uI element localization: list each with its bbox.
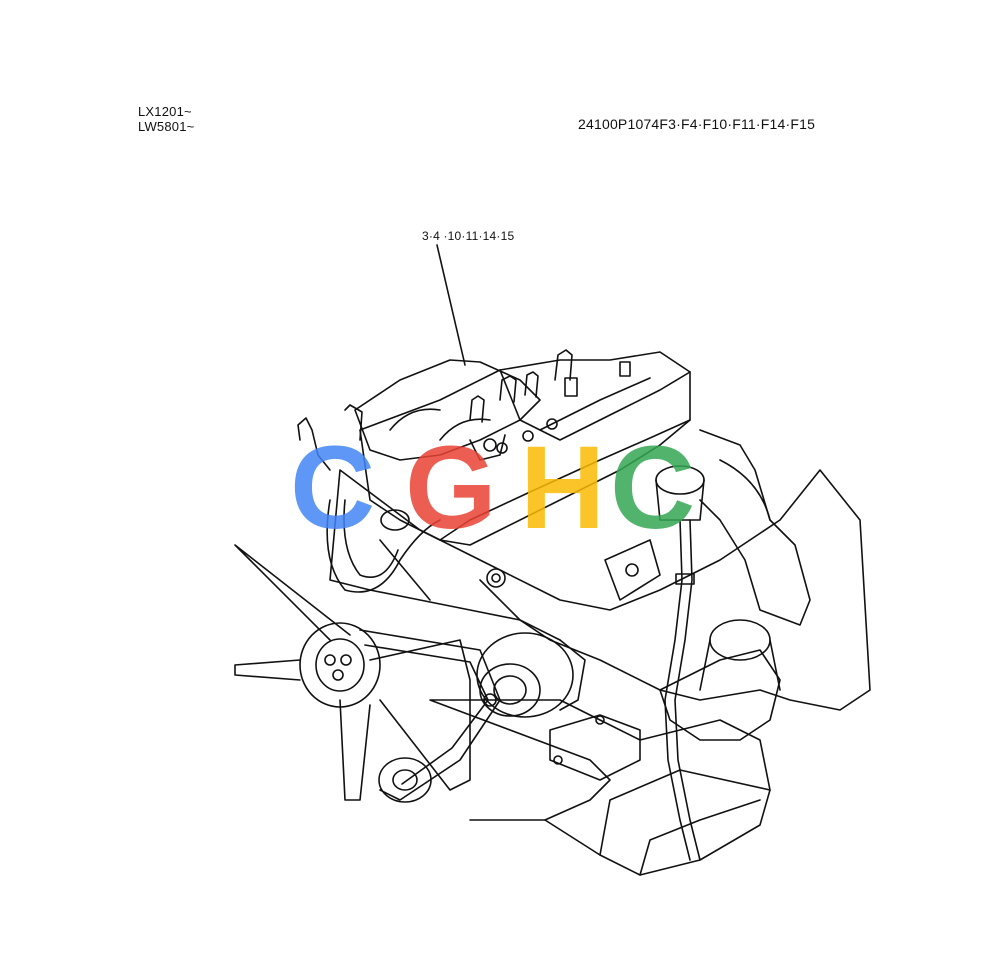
lifting-hook [297,404,363,471]
serial-range-2: LW5801~ [138,119,195,134]
fuel-filter [604,539,661,601]
starter-motor [659,619,781,741]
injectors [469,349,573,423]
watermark-letter-h: H [520,422,605,554]
intake-manifold [354,359,541,461]
watermark-letter-c1: C [290,422,375,554]
watermark: C G H C [290,422,695,554]
watermark-letter-c2: C [610,422,695,554]
engine-block [329,469,871,711]
fan-belt [359,629,501,803]
cooling-fan [234,544,471,801]
cylinder-head [359,351,691,546]
mount-bracket [549,714,641,781]
watermark-letter-g: G [405,422,497,554]
oil-pan [429,699,771,876]
dipstick-tube [664,519,701,861]
serial-range-1: LX1201~ [138,104,192,119]
alternator [476,632,586,718]
callout-leader [436,244,466,366]
exhaust-pipe [655,429,811,626]
coolant-hose [326,499,441,593]
part-code: 24100P1074F3·F4·F10·F11·F14·F15 [578,116,816,132]
callout-label: 3·4 ·10·11·14·15 [422,229,515,243]
